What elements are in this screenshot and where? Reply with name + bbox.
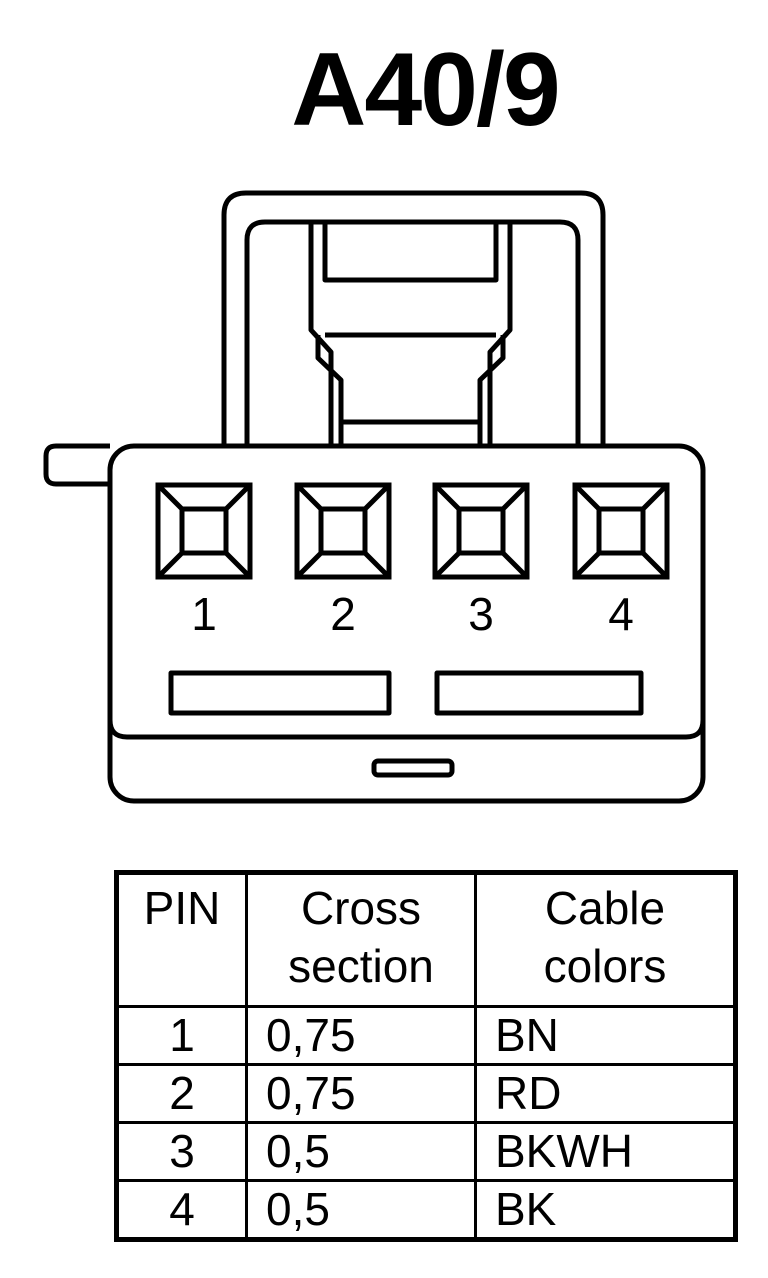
connector-diagram: 1 2 3 4 xyxy=(43,190,706,804)
cell-pin: 1 xyxy=(115,1005,248,1066)
header-cross-section: Cross section xyxy=(245,871,477,1008)
latch-inner xyxy=(244,219,581,446)
lower-slot-left xyxy=(168,670,392,716)
cell-cross-section: 0,75 xyxy=(245,1063,477,1124)
table-row: 1 0,75 BN xyxy=(115,1005,737,1066)
cell-cable-color: BKWH xyxy=(474,1121,737,1182)
cell-cross-section: 0,75 xyxy=(245,1005,477,1066)
table-row: 3 0,5 BKWH xyxy=(115,1121,737,1182)
table-row: 4 0,5 BK xyxy=(115,1179,737,1241)
pin-cavity-2 xyxy=(294,482,392,580)
side-tab xyxy=(43,443,110,487)
key-slot xyxy=(371,758,455,778)
connector-title: A40/9 xyxy=(291,32,561,148)
cell-cable-color: BK xyxy=(474,1179,737,1241)
latch-tongue xyxy=(308,222,513,446)
header-cable-colors: Cable colors xyxy=(474,871,737,1008)
cell-pin: 4 xyxy=(115,1179,248,1241)
pin-table: PIN Cross section Cable colors 1 0,75 BN… xyxy=(114,870,738,1242)
pin-cavity-3 xyxy=(432,482,530,580)
pin-cavity-4 xyxy=(572,482,670,580)
table-row: 2 0,75 RD xyxy=(115,1063,737,1124)
lower-slot-right xyxy=(434,670,644,716)
pin-number-label: 4 xyxy=(608,588,634,640)
pin-cavity-1 xyxy=(155,482,253,580)
pin-number-label: 1 xyxy=(191,588,217,640)
pin-number-label: 2 xyxy=(330,588,356,640)
cell-cable-color: RD xyxy=(474,1063,737,1124)
cell-cross-section: 0,5 xyxy=(245,1121,477,1182)
cell-cross-section: 0,5 xyxy=(245,1179,477,1241)
pin-number-label: 3 xyxy=(468,588,494,640)
connector-housing xyxy=(107,443,706,804)
housing-step xyxy=(107,719,706,740)
cell-cable-color: BN xyxy=(474,1005,737,1066)
table-header-row: PIN Cross section Cable colors xyxy=(115,871,737,1008)
cell-pin: 3 xyxy=(115,1121,248,1182)
cell-pin: 2 xyxy=(115,1063,248,1124)
latch-outer xyxy=(221,190,606,446)
header-pin: PIN xyxy=(115,871,248,1008)
